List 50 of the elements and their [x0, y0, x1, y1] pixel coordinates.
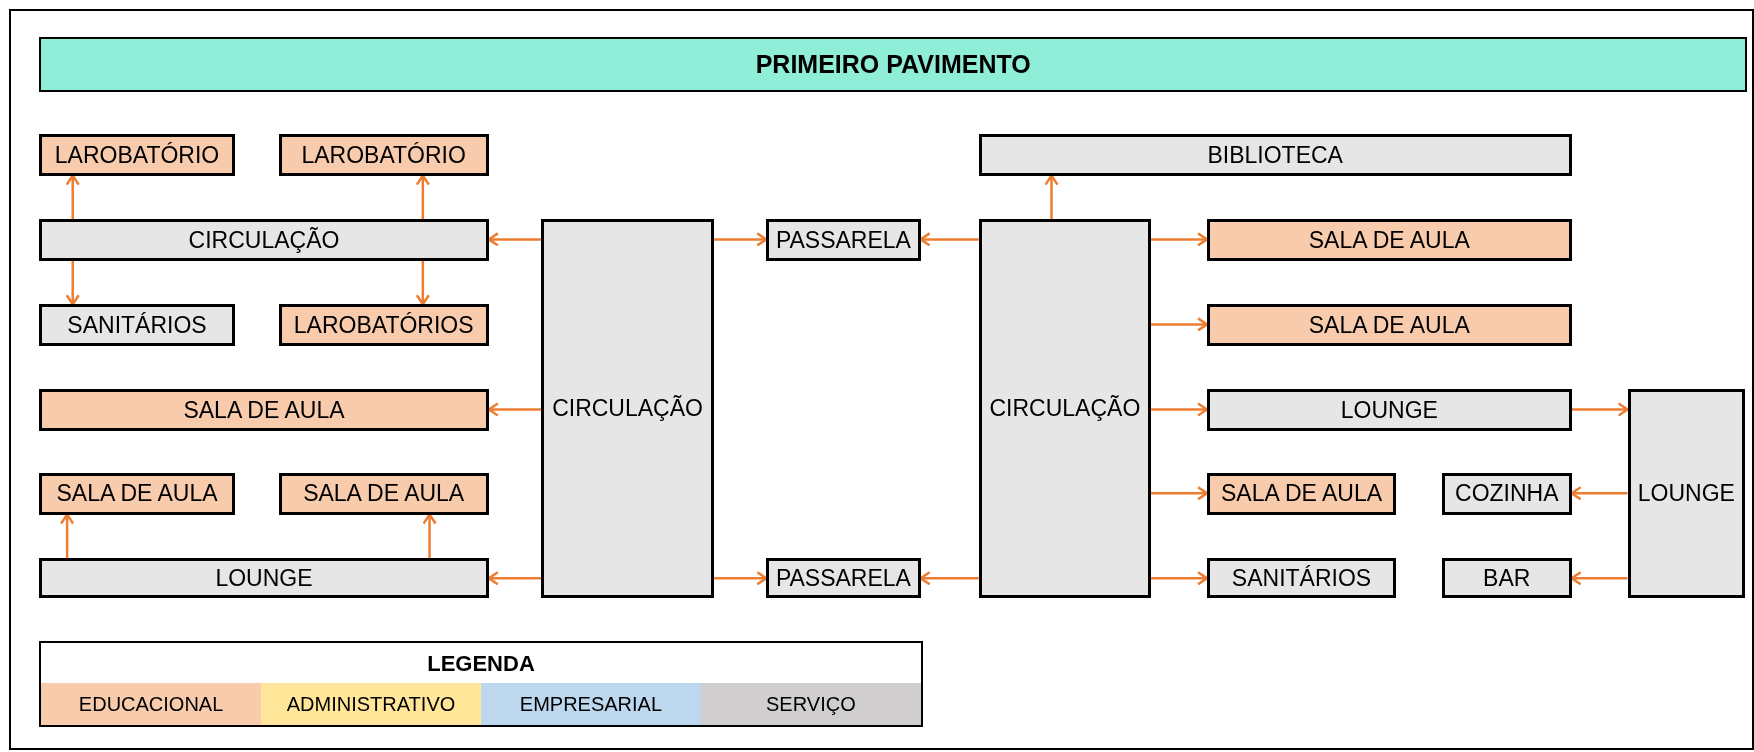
room-box: SANITÁRIOS — [39, 304, 235, 346]
room-box: LAROBATÓRIOS — [278, 304, 489, 346]
legend-text: EMPRESARIAL — [519, 692, 663, 718]
arrow — [1151, 232, 1209, 247]
room-box: SALA DE AULA — [1207, 304, 1572, 346]
room-box: LOUNGE — [39, 558, 489, 599]
arrow — [1151, 486, 1209, 501]
arrow — [919, 571, 979, 586]
room-box: CIRCULAÇÃO — [978, 219, 1152, 599]
room-box: CIRCULAÇÃO — [39, 219, 489, 261]
arrow — [1571, 402, 1629, 417]
arrow — [919, 232, 979, 247]
arrow — [1151, 402, 1209, 417]
arrow — [487, 571, 542, 586]
room-box: CIRCULAÇÃO — [541, 219, 714, 599]
room-box: SALA DE AULA — [39, 473, 235, 515]
arrow — [415, 260, 431, 306]
room-box: LOUNGE — [1207, 389, 1572, 431]
room-box: SALA DE AULA — [39, 389, 489, 431]
arrow — [487, 232, 542, 247]
room-box: BAR — [1441, 558, 1572, 599]
room-box: COZINHA — [1441, 473, 1572, 515]
room-box: SANITÁRIOS — [1207, 558, 1397, 599]
title-banner: PRIMEIRO PAVIMENTO — [39, 36, 1748, 92]
legend-text: EDUCACIONAL — [78, 692, 224, 718]
arrow — [487, 402, 542, 417]
arrow — [1570, 571, 1628, 586]
arrow — [1570, 486, 1628, 501]
arrow — [415, 174, 431, 220]
arrow — [65, 174, 80, 220]
room-box: LOUNGE — [1627, 389, 1746, 599]
legend-heading: LEGENDA — [427, 649, 535, 678]
arrow — [65, 260, 80, 306]
room-box: SALA DE AULA — [278, 473, 489, 515]
room-box: PASSARELA — [766, 558, 921, 599]
room-box: LAROBATÓRIO — [39, 134, 235, 176]
legend-text: SERVIÇO — [766, 692, 856, 718]
room-box: PASSARELA — [766, 219, 921, 261]
arrow — [1044, 174, 1059, 220]
arrow — [422, 513, 437, 559]
room-box: BIBLIOTECA — [978, 134, 1572, 176]
arrow — [1151, 317, 1209, 332]
room-box: LAROBATÓRIO — [278, 134, 489, 176]
arrow — [1151, 571, 1209, 586]
legend-text: ADMINISTRATIVO — [286, 692, 456, 718]
arrow — [713, 232, 768, 247]
room-box: SALA DE AULA — [1207, 473, 1397, 515]
arrow — [713, 571, 768, 586]
room-box: SALA DE AULA — [1207, 219, 1572, 261]
arrow — [59, 513, 75, 559]
